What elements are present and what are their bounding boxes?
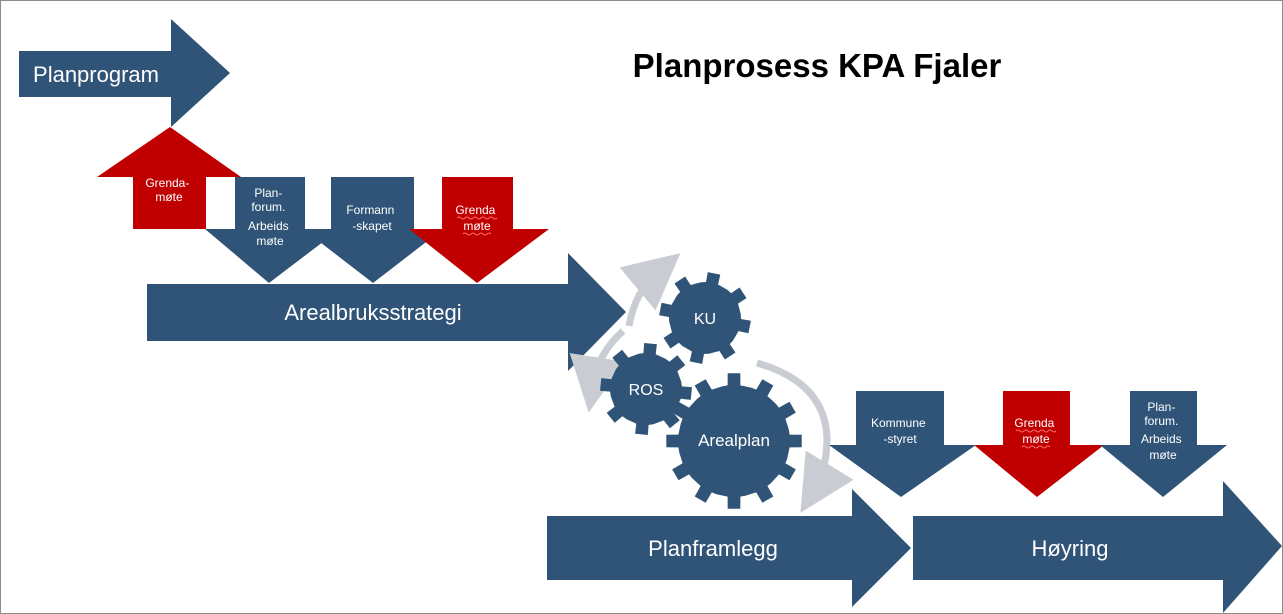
- gear-ku-icon: [659, 272, 751, 364]
- spellcheck-underline: [462, 232, 492, 236]
- page-title: Planprosess KPA Fjaler: [633, 47, 1002, 84]
- grendamote-bottom-arrow: Grenda møte: [974, 391, 1104, 497]
- planforum-top-arrow: Plan- forum. Arbeids møte: [205, 177, 340, 283]
- planforum-top-label: Plan- forum. Arbeids møte: [248, 186, 292, 248]
- arealbruksstrategi-arrow: Arealbruksstrategi: [147, 253, 626, 371]
- cycle-arrow-left: [569, 328, 626, 413]
- planframlegg-label: Planframlegg: [648, 536, 778, 561]
- grendamote-up-arrow: Grenda- møte: [97, 127, 241, 229]
- gear-ku-label: KU: [694, 311, 716, 328]
- gear-arealplan-icon: [666, 373, 802, 509]
- planprogram-label: Planprogram: [33, 62, 159, 87]
- kommunestyret-arrow: Kommune -styret: [829, 391, 976, 497]
- gear-arealplan-label: Arealplan: [698, 431, 770, 450]
- hoyring-arrow: Høyring: [913, 481, 1282, 613]
- grendamote-top-arrow: Grenda møte: [409, 177, 549, 283]
- spellcheck-underline: [1015, 429, 1057, 433]
- grendamote-up-label: Grenda- møte: [145, 176, 192, 204]
- cycle-arrows: [569, 253, 854, 513]
- hoyring-label: Høyring: [1031, 536, 1108, 561]
- cycle-arrow-right: [756, 359, 854, 513]
- gears: KU ROS Arealplan: [600, 272, 802, 509]
- spellcheck-underline: [456, 216, 498, 220]
- gear-ros-icon: [600, 343, 692, 435]
- spellcheck-underline: [1021, 445, 1051, 449]
- planforum-bottom-label: Plan- forum. Arbeids møte: [1141, 400, 1185, 462]
- planforum-bottom-arrow: Plan- forum. Arbeids møte: [1100, 391, 1227, 497]
- planprogram-arrow: Planprogram: [19, 19, 230, 127]
- gear-ros-label: ROS: [629, 382, 664, 399]
- cycle-arrow-up: [619, 253, 681, 327]
- kommunestyret-label: Kommune -styret: [871, 416, 929, 446]
- formannskapet-label: Formann -skapet: [346, 203, 397, 233]
- planframlegg-arrow: Planframlegg: [547, 489, 911, 607]
- formannskapet-arrow: Formann -skapet: [303, 177, 443, 283]
- grendamote-bottom-label: Grenda møte: [1014, 416, 1057, 446]
- grendamote-top-label: Grenda møte: [455, 203, 498, 233]
- arealbruksstrategi-label: Arealbruksstrategi: [284, 300, 461, 325]
